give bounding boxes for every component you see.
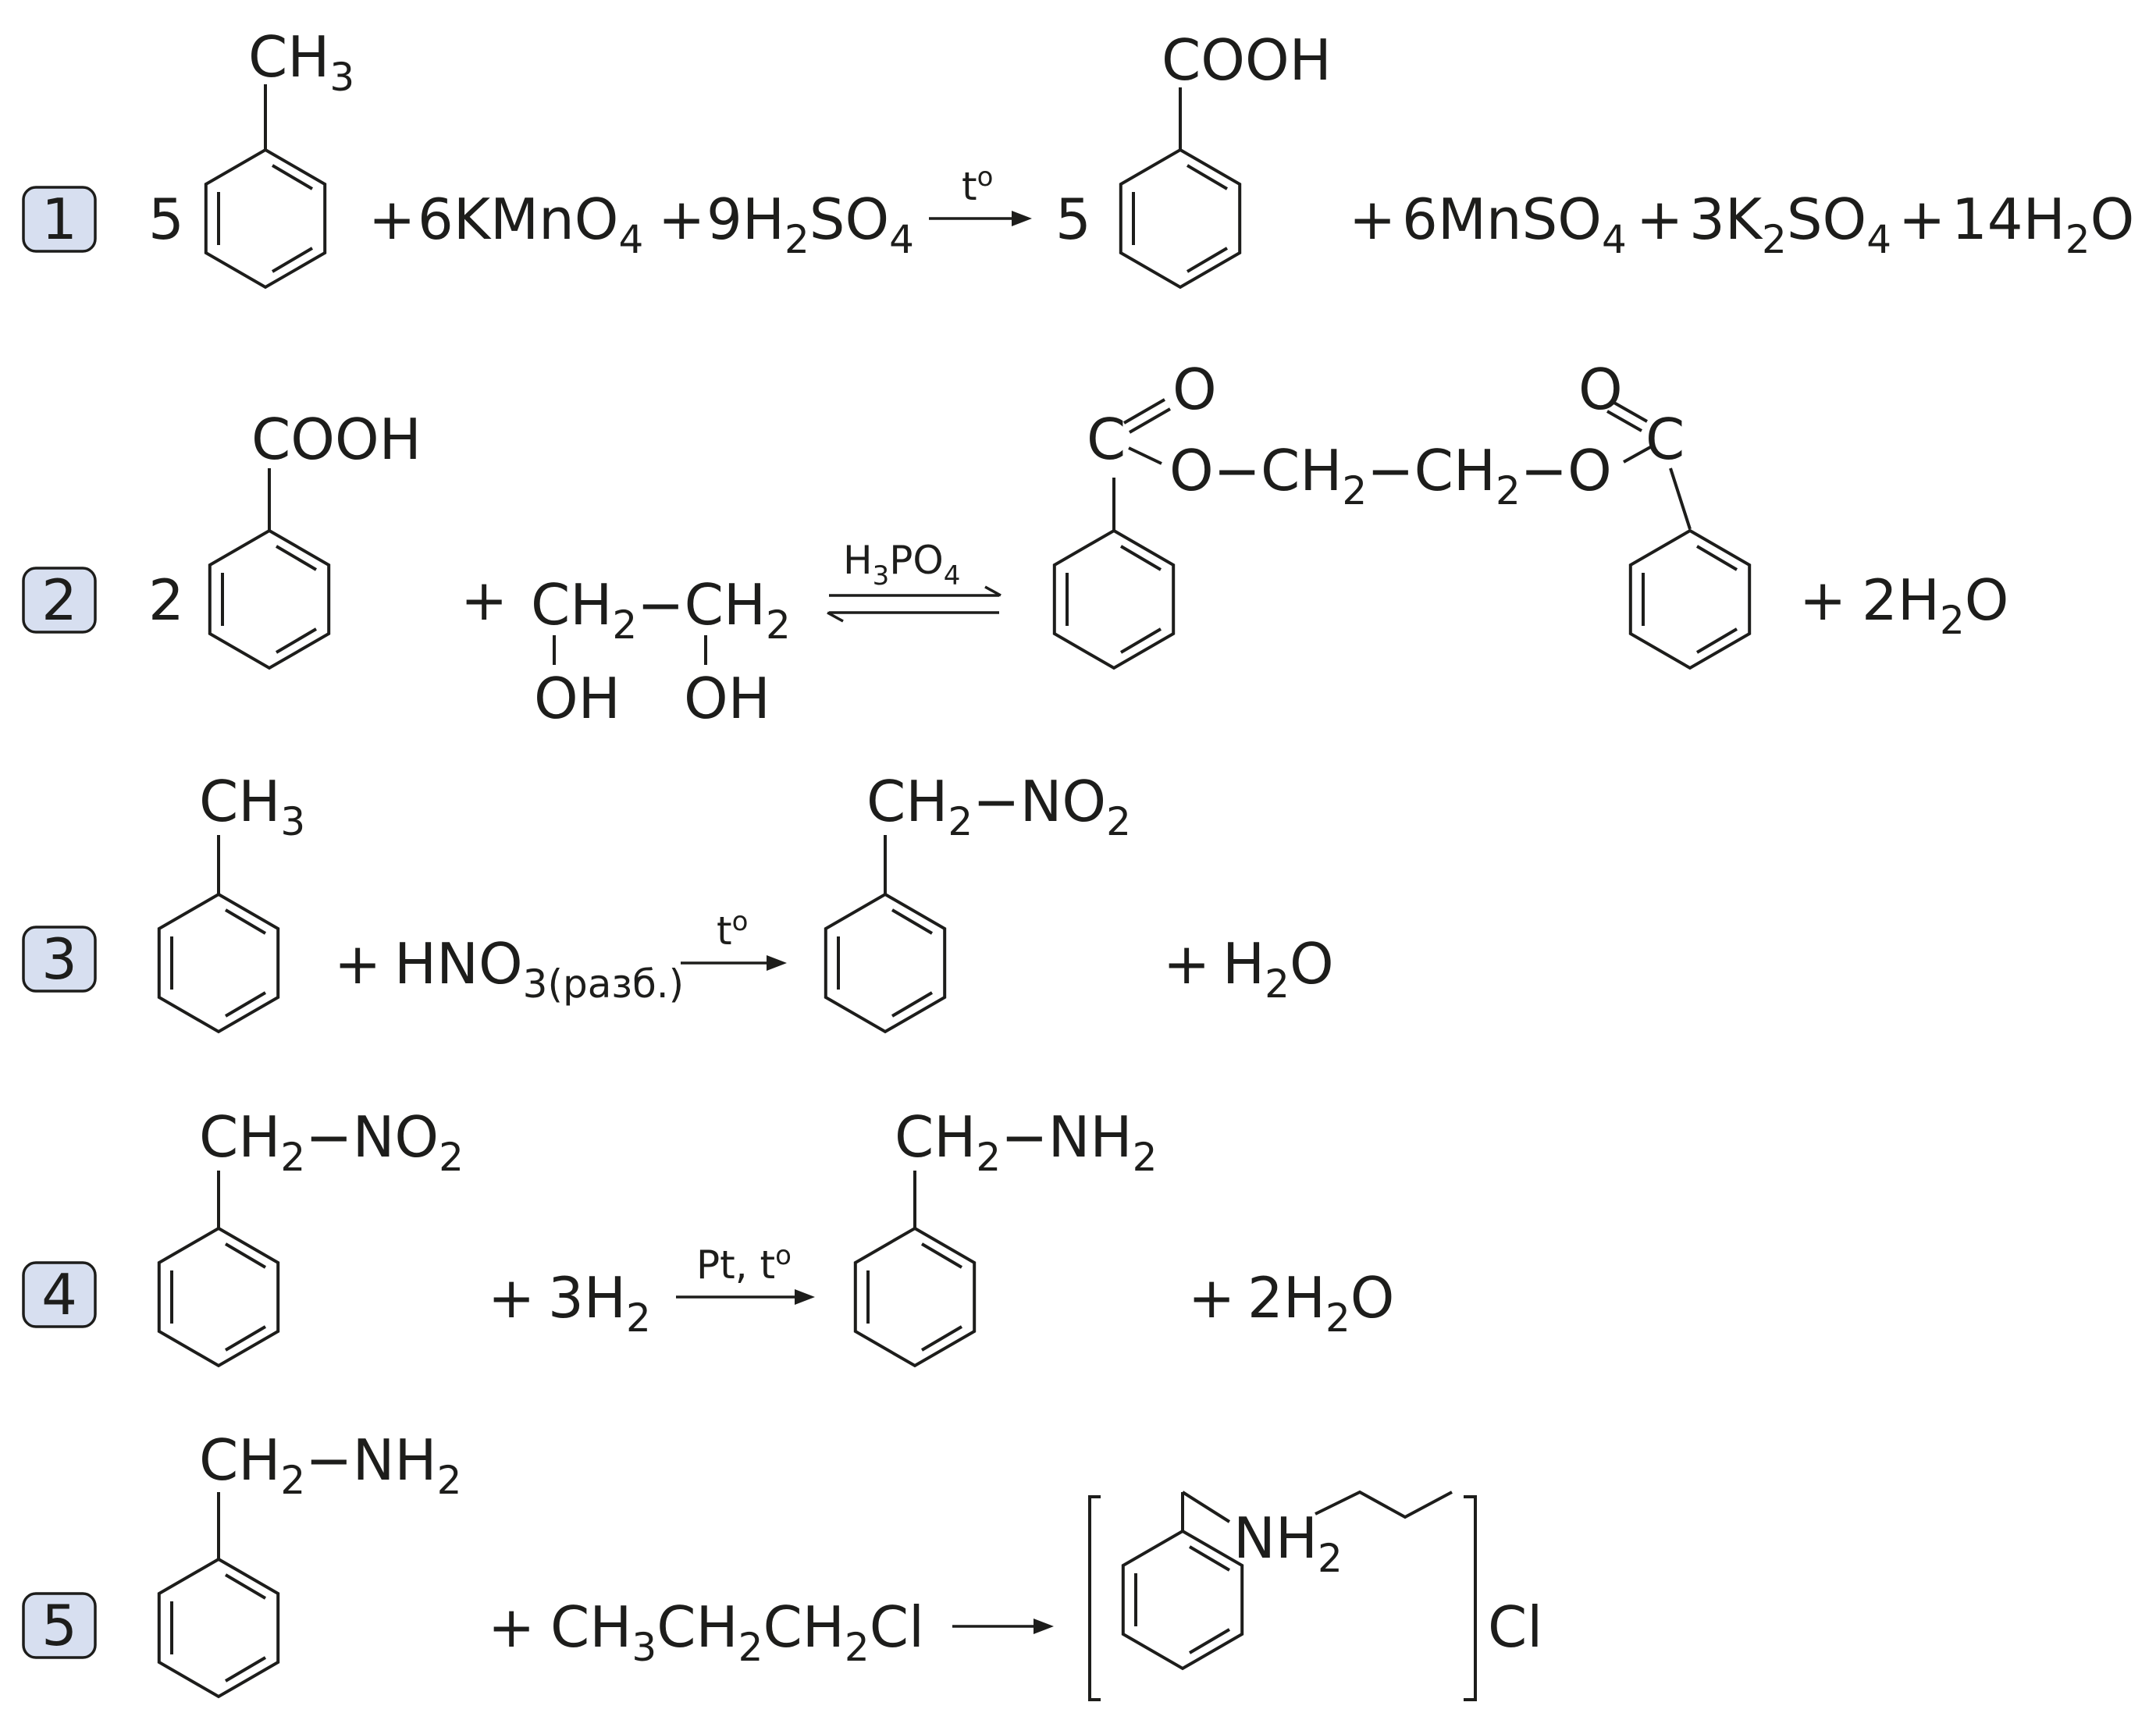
reaction-condition: Pt, to [696, 1240, 792, 1288]
product-k2so4: 3K2SO4 [1689, 187, 1891, 262]
svg-text:C: C [1645, 407, 1685, 472]
ammonium-group: NH2 [1233, 1505, 1343, 1581]
ester-chain: O−CH2−CH2−O [1169, 438, 1612, 513]
reaction-arrow [929, 211, 1032, 226]
reaction-arrow [676, 1289, 815, 1305]
benzylamine-molecule: CH2−NH2 [157, 1427, 461, 1698]
product-mnso4: 6MnSO4 [1402, 187, 1627, 262]
plus-sign: + [334, 931, 381, 997]
reaction-condition: to [717, 906, 748, 954]
benzoic-acid-molecule: COOH [208, 407, 422, 670]
reaction-arrow [952, 1619, 1054, 1634]
svg-text:3: 3 [41, 926, 77, 992]
reagent-hydrogen: 3H2 [548, 1265, 651, 1341]
svg-text:CH2−NH2: CH2−NH2 [895, 1104, 1157, 1180]
reaction-number-badge: 2 [22, 567, 97, 634]
methyl-group: CH3 [199, 769, 305, 844]
propyl-chain [1315, 1490, 1453, 1519]
svg-text:CH2−CH2: CH2−CH2 [531, 572, 791, 648]
plus-sign: + [368, 187, 415, 252]
svg-text:O: O [1172, 357, 1217, 422]
product-water: H2O [1222, 931, 1334, 1007]
plus-sign: + [1898, 187, 1945, 252]
product-water: 14H2O [1951, 187, 2134, 262]
coefficient: 5 [1055, 187, 1091, 252]
plus-sign: + [461, 567, 507, 633]
svg-text:1: 1 [41, 187, 77, 252]
reaction-number-badge: 1 [22, 186, 97, 253]
reaction-number-badge: 3 [22, 926, 97, 993]
benzoic-acid-molecule: COOH [1119, 27, 1332, 289]
plus-sign: + [1349, 187, 1396, 252]
methyl-group: CH3 [248, 24, 354, 100]
svg-text:CH2−NO2: CH2−NO2 [199, 1104, 464, 1180]
reaction-4: 4 CH2−NO2 + 3H2 Pt, to CH2−NH2 + 2H2O [22, 1104, 1394, 1367]
reagent-propyl-chloride: CH3CH2CH2Cl [550, 1594, 924, 1670]
carboxyl-group: COOH [251, 407, 422, 472]
coefficient: 5 [148, 187, 184, 252]
product-water: 2H2O [1247, 1265, 1394, 1341]
reaction-1: 1 5 CH3 + 6KMnO4 + 9H2SO4 to 5 COOH + 6M… [22, 24, 2134, 289]
equilibrium-arrow [827, 585, 1002, 623]
carboxyl-group: COOH [1162, 27, 1332, 93]
reaction-condition: H3PO4 [843, 538, 960, 592]
ethylene-glycol-molecule: CH2−CH2 OH OH [531, 572, 791, 731]
reaction-number-badge: 4 [22, 1261, 97, 1328]
svg-text:CH2−NO2: CH2−NO2 [866, 769, 1131, 844]
left-bracket [1088, 1495, 1101, 1701]
reagent-nitric-acid: HNO3(разб.) [394, 931, 684, 1007]
plus-sign: + [1799, 567, 1846, 633]
hydroxyl-group: OH [534, 666, 621, 731]
plus-sign: + [1188, 1265, 1235, 1331]
chloride-counter-ion: Cl [1488, 1594, 1542, 1660]
reagent-kmno4: 6KMnO4 [418, 187, 643, 262]
plus-sign: + [488, 1594, 535, 1660]
svg-text:O: O [1578, 357, 1623, 422]
svg-text:4: 4 [41, 1262, 77, 1327]
benzylamine-molecule: CH2−NH2 [853, 1104, 1157, 1367]
hydroxyl-group: OH [684, 666, 770, 731]
reaction-3: 3 CH3 + HNO3(разб.) to CH2−NO2 + H2O [22, 769, 1334, 1033]
reaction-2: 2 2 COOH + CH2−CH2 OH OH H3PO4 C [22, 357, 2008, 731]
coefficient: 2 [148, 567, 184, 633]
svg-text:5: 5 [41, 1593, 77, 1658]
reaction-number-badge: 5 [22, 1592, 97, 1659]
reaction-5: 5 CH2−NH2 + CH3CH2CH2Cl NH2 Cl [22, 1427, 1542, 1701]
plus-sign: + [1636, 187, 1683, 252]
ester-product-molecule: C O O−CH2−CH2−O C O [1052, 357, 1752, 670]
plus-sign: + [658, 187, 705, 252]
right-bracket [1464, 1495, 1477, 1701]
product-water: 2H2O [1862, 567, 2008, 643]
svg-text:C: C [1087, 407, 1126, 472]
plus-sign: + [1163, 931, 1210, 997]
plus-sign: + [488, 1265, 535, 1331]
toluene-molecule: CH3 [204, 24, 354, 289]
reaction-arrow [681, 955, 787, 971]
reagent-h2so4: 9H2SO4 [706, 187, 914, 262]
toluene-molecule: CH3 [157, 769, 305, 1033]
svg-text:2: 2 [41, 567, 77, 633]
phenylnitromethane-molecule: CH2−NO2 [824, 769, 1131, 1033]
svg-text:CH2−NH2: CH2−NH2 [199, 1427, 461, 1503]
phenylnitromethane-molecule: CH2−NO2 [157, 1104, 464, 1367]
reaction-condition: to [962, 162, 993, 209]
ammonium-salt-product: NH2 Cl [1088, 1490, 1542, 1701]
